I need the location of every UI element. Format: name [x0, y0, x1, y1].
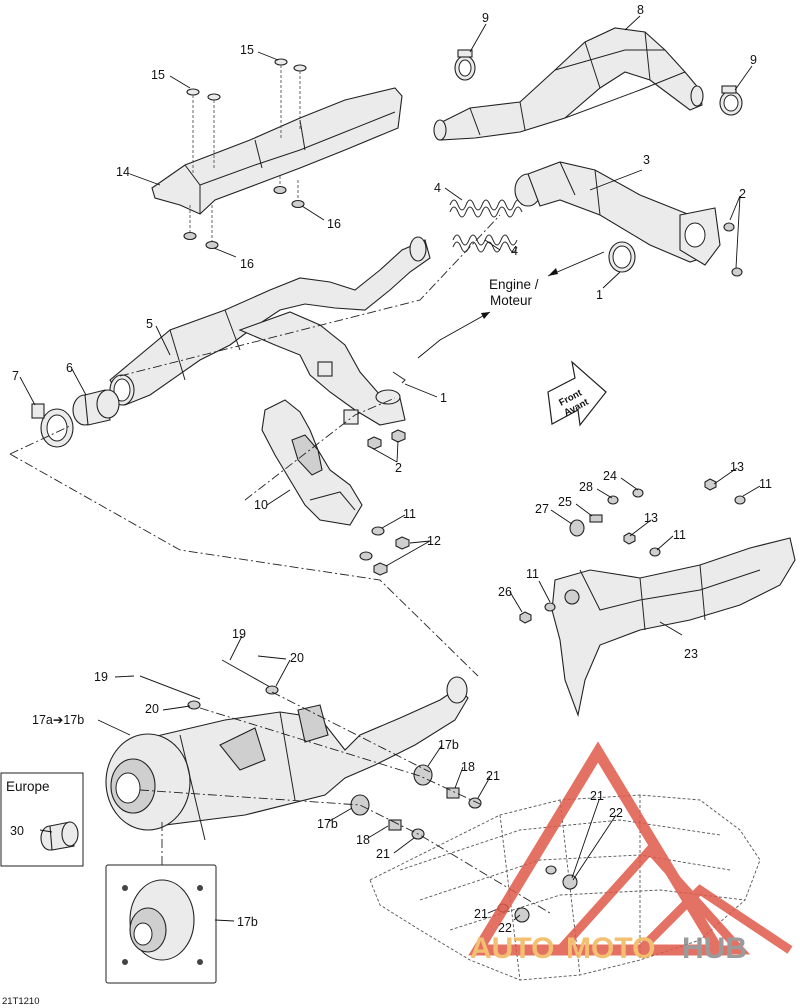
- nut-2-top: [723, 222, 743, 277]
- callout-12: 12: [427, 534, 441, 548]
- clamp-9-left: [454, 49, 476, 81]
- callout-19-top: 18: [461, 760, 475, 774]
- screw-15-group: [186, 58, 307, 175]
- resonator-tube-part: [433, 27, 704, 141]
- callout-6: 6: [66, 361, 73, 375]
- callout-11-lower: 11: [526, 567, 539, 581]
- callout-16-bottom: 16: [240, 257, 254, 271]
- callout-18-top: 17b: [438, 738, 459, 752]
- callout-10: 10: [254, 498, 268, 512]
- watermark-auto: AUTO: [470, 932, 554, 965]
- callout-20-left: 19: [94, 670, 108, 684]
- callout-13-middle: 13: [644, 511, 658, 525]
- gasket-1-bottom: [375, 371, 406, 405]
- watermark-hub: HUB: [682, 932, 747, 965]
- callout-21-left: 20: [145, 702, 159, 716]
- washer-11-middle: [359, 526, 385, 561]
- callout-19-bottom: 18: [356, 833, 370, 847]
- callout-14: 14: [116, 165, 130, 179]
- callout-29: 28: [579, 480, 593, 494]
- europe-label: Europe: [6, 779, 50, 794]
- clamp-7-part: [31, 403, 74, 448]
- callout-15-left: 15: [151, 68, 165, 82]
- callout-11-right-mid: 11: [673, 528, 686, 542]
- callout-26: 25: [558, 495, 572, 509]
- fasteners-24-group: [519, 478, 746, 624]
- callout-labels: 9 8 9 3 4 4 2 1 14 15 15 16 16 5 6 7 1 2…: [2, 3, 772, 1007]
- muffler-hardware: [139, 659, 482, 840]
- leader-lines: [19, 15, 761, 922]
- callout-11-right-top: 11: [759, 477, 772, 491]
- callout-11-middle: 11: [403, 507, 416, 521]
- exhaust-pipe-3-part: [514, 161, 721, 266]
- callout-28: 27: [535, 502, 549, 516]
- callout-2-top: 2: [739, 187, 746, 201]
- engine-label-line2: Moteur: [490, 293, 533, 308]
- callout-25: 24: [603, 469, 617, 483]
- callout-23-lower: 22: [498, 921, 512, 935]
- gasket-1-top: [608, 241, 636, 273]
- callout-22-top: 21: [486, 769, 500, 783]
- assembly-boundary-line-4: [9, 425, 71, 455]
- muffler-17-part: [105, 676, 469, 841]
- callout-1-top: 1: [596, 288, 603, 302]
- clamp-9-right: [719, 85, 743, 116]
- watermark-moto: MOTO: [566, 932, 655, 965]
- callout-3: 3: [643, 153, 650, 167]
- europe-inset: Europe: [0, 772, 84, 867]
- heat-shield-10-part: [261, 399, 363, 526]
- engine-label-line1: Engine /: [489, 277, 539, 292]
- nut-12-group: [373, 536, 410, 576]
- callout-23-right: 22: [609, 806, 623, 820]
- engine-arrows: [417, 251, 605, 359]
- callout-7: 7: [12, 369, 19, 383]
- callout-4-top: 4: [434, 181, 441, 195]
- callout-24: 23: [684, 647, 698, 661]
- callout-21-top: 20: [290, 651, 304, 665]
- callout-17a-17b: 17a➔17b: [32, 713, 84, 727]
- assembly-boundary-line-5: [139, 691, 551, 914]
- callout-16-right: 16: [327, 217, 341, 231]
- callout-2-middle: 2: [395, 461, 402, 475]
- sleeve-6-part: [72, 389, 120, 426]
- callout-13-top: 13: [730, 460, 744, 474]
- callout-20-top: 19: [232, 627, 246, 641]
- callout-1-bottom: 1: [440, 391, 447, 405]
- callout-27: 26: [498, 585, 512, 599]
- callout-8: 8: [637, 3, 644, 17]
- nut-2-middle: [367, 429, 406, 450]
- heat-shield-part: [151, 87, 403, 215]
- callout-22-lower: 21: [474, 907, 488, 921]
- callout-15-right: 15: [240, 43, 254, 57]
- y-pipe-5-part: [109, 236, 431, 426]
- callout-22-bottom: 21: [376, 847, 390, 861]
- callout-30: 30: [10, 824, 24, 838]
- washer-16-group: [183, 176, 305, 250]
- front-direction-arrow: Front Avant: [547, 360, 607, 427]
- assembly-boundary-line-3: [244, 397, 396, 501]
- muffler-end-inset: [105, 864, 217, 984]
- callout-17b: 17b: [237, 915, 258, 929]
- callout-9-top: 9: [482, 11, 489, 25]
- callout-22-right: 21: [590, 789, 604, 803]
- automotohub-watermark: AUTO MOTO HUB: [468, 741, 793, 965]
- callout-9-right: 9: [750, 53, 757, 67]
- callout-18-bottom: 17b: [317, 817, 338, 831]
- callout-5: 5: [146, 317, 153, 331]
- assembly-boundary-line-2: [119, 214, 501, 377]
- heat-shield-24-part: [551, 537, 796, 718]
- assembly-boundary-line: [9, 453, 479, 677]
- diagram-code: 21T1210: [2, 996, 40, 1007]
- callout-4-bottom: 4: [511, 244, 518, 258]
